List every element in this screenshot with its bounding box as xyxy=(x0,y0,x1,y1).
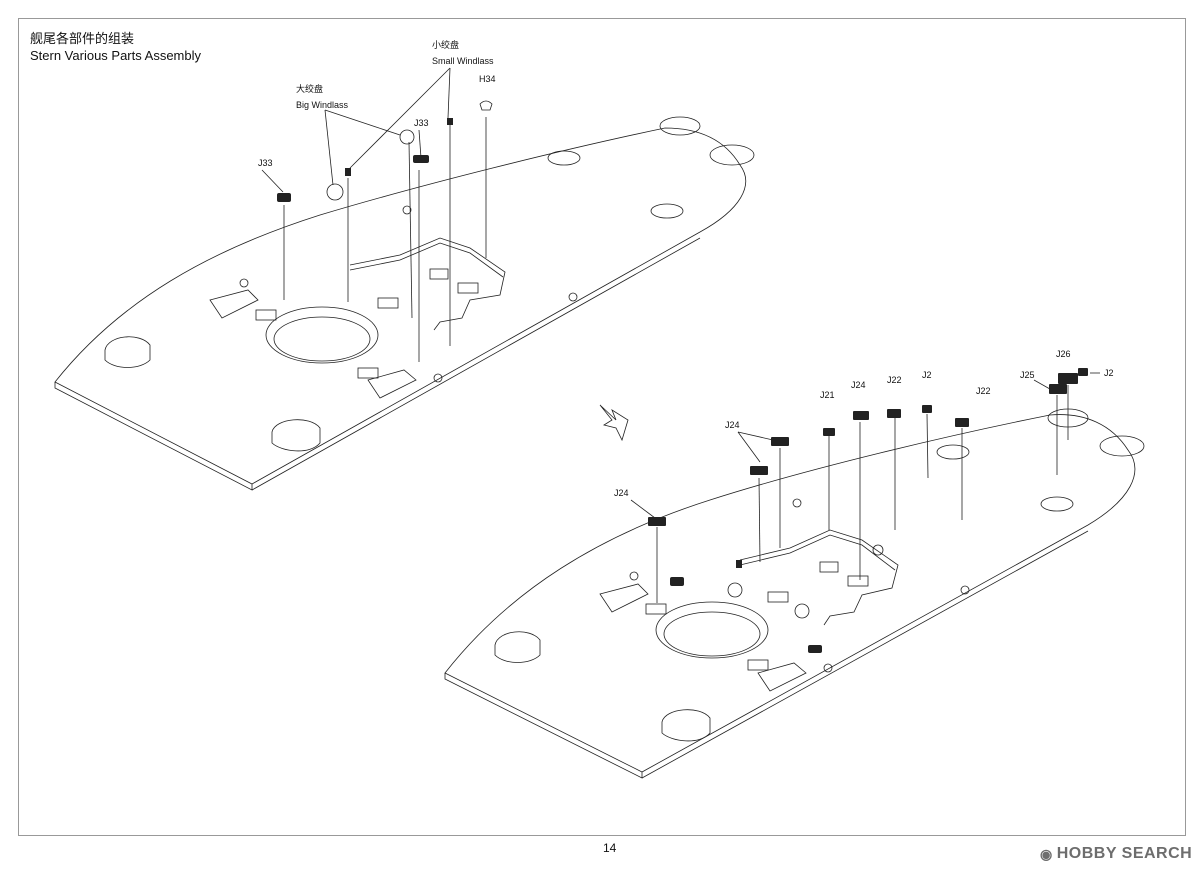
watermark-text: HOBBY SEARCH xyxy=(1056,845,1193,862)
upper-deck-assembly xyxy=(54,67,755,491)
label-j33-right: J33 xyxy=(414,118,429,128)
label-j33-left: J33 xyxy=(258,158,273,168)
page-title-english: Stern Various Parts Assembly xyxy=(30,48,201,63)
label-j25: J25 xyxy=(1020,370,1035,380)
barbette-ring-lower xyxy=(655,601,769,659)
label-big-windlass-cn: 大绞盘 xyxy=(296,83,323,94)
page-number: 14 xyxy=(603,841,617,855)
label-small-windlass-cn: 小绞盘 xyxy=(432,39,459,50)
label-j22-left: J22 xyxy=(887,375,902,385)
label-h34: H34 xyxy=(479,74,496,84)
page-title-chinese: 舰尾各部件的组装 xyxy=(30,31,135,46)
label-j24-cluster: J24 xyxy=(725,420,740,430)
hobby-search-logo-icon: ◉ xyxy=(1040,845,1053,862)
watermark: ◉ HOBBY SEARCH xyxy=(1040,845,1192,863)
superstructure-outline-upper xyxy=(349,237,506,331)
barbette-ring-upper xyxy=(265,306,379,364)
lower-deck-assembly xyxy=(444,368,1145,779)
label-j2-left: J2 xyxy=(922,370,932,380)
superstructure-outline-lower xyxy=(739,529,899,626)
label-j21: J21 xyxy=(820,390,835,400)
label-big-windlass-en: Big Windlass xyxy=(296,100,349,110)
label-j26: J26 xyxy=(1056,349,1071,359)
label-j2-right: J2 xyxy=(1104,368,1114,378)
page-frame xyxy=(18,18,1186,836)
label-j24-left: J24 xyxy=(614,488,629,498)
label-j22-right: J22 xyxy=(976,386,991,396)
label-j24-top: J24 xyxy=(851,380,866,390)
deck-outline-lower xyxy=(444,414,1136,773)
label-small-windlass-en: Small Windlass xyxy=(432,56,494,66)
step-arrow-icon xyxy=(599,404,629,442)
deck-outline-upper xyxy=(54,127,746,485)
